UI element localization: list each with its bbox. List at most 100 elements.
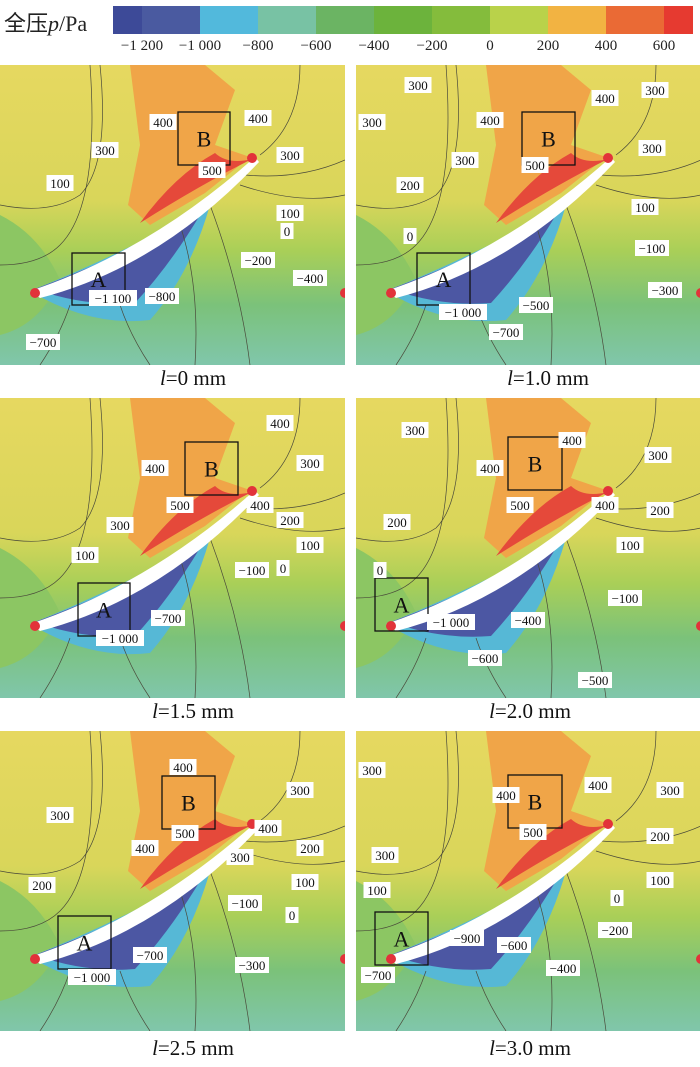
contour-label: −700: [133, 947, 167, 963]
contour-value: 100: [620, 538, 640, 553]
contour-label: 0: [610, 890, 624, 906]
contour-value: 500: [170, 498, 190, 513]
panel-caption: l=0 mm: [160, 366, 226, 391]
contour-line: [615, 731, 657, 822]
contour-value: −400: [550, 961, 577, 976]
caption-value: =3.0 mm: [494, 1036, 571, 1060]
contour-value: 300: [95, 143, 115, 158]
blade: [30, 490, 259, 631]
contour-label: −1 100: [89, 290, 137, 306]
contour-value: 100: [280, 206, 300, 221]
contour-value: −100: [612, 591, 639, 606]
contour-value: 300: [645, 83, 665, 98]
contour-value: 0: [407, 229, 414, 244]
green-region: [356, 548, 416, 668]
contour-value: −700: [137, 948, 164, 963]
title-prefix: 全压: [4, 11, 49, 36]
red-region: [496, 153, 608, 223]
contour-label: −800: [145, 288, 179, 304]
contour-label: 300: [371, 847, 399, 863]
contour-label: 0: [373, 562, 387, 578]
contour-label: 100: [71, 547, 99, 563]
contour-label: 300: [358, 114, 386, 130]
orange-region: [128, 65, 250, 225]
next-blade-edge: [696, 288, 700, 298]
contour-value: −700: [155, 611, 182, 626]
leading-edge-stagnation: [30, 288, 40, 298]
contour-label: 400: [266, 415, 294, 431]
green-region: [0, 215, 60, 335]
contour-value: 0: [289, 908, 296, 923]
contour-line: [535, 890, 553, 1031]
contour-value: 300: [110, 518, 130, 533]
colorbar-tick: −1 200: [120, 38, 164, 54]
colorbar-segment: [200, 6, 258, 34]
leading-edge-stagnation: [386, 621, 396, 631]
contour-value: 300: [230, 850, 250, 865]
contour-value: −1 000: [445, 305, 482, 320]
red-region: [496, 819, 608, 889]
contour-label: −600: [497, 937, 531, 953]
contour-line: [0, 398, 103, 542]
contour-line: [209, 870, 251, 1031]
contour-line: [0, 731, 103, 875]
contour-value: 500: [202, 163, 222, 178]
contour-value: 500: [525, 158, 545, 173]
trailing-edge-point: [603, 819, 613, 829]
contour-label: 300: [638, 140, 666, 156]
contour-value: 300: [660, 783, 680, 798]
contour-label: 400: [492, 787, 520, 803]
contour-label: −200: [241, 252, 275, 268]
contour-line: [595, 517, 700, 532]
panel-caption: l=1.5 mm: [152, 699, 234, 724]
contour-label: 100: [631, 199, 659, 215]
trailing-edge-point: [247, 153, 257, 163]
contour-label: 400: [244, 110, 272, 126]
next-blade-edge: [340, 954, 345, 964]
contour-value: 400: [250, 498, 270, 513]
contour-label: 300: [226, 849, 254, 865]
trailing-edge-point: [603, 153, 613, 163]
colorbar-tick: −600: [300, 38, 332, 54]
contour-value: −1 100: [95, 291, 132, 306]
contour-value: 300: [455, 153, 475, 168]
contour-label: 300: [656, 782, 684, 798]
contour-line: [565, 870, 607, 1031]
contour-label: 300: [296, 455, 324, 471]
contour-value: 200: [400, 178, 420, 193]
colorbar-tick: −800: [242, 38, 274, 54]
next-blade-edge: [340, 288, 345, 298]
contour-label: 300: [451, 152, 479, 168]
contour-label: −100: [228, 895, 262, 911]
contour-label: −400: [293, 270, 327, 286]
contour-value: −500: [582, 673, 609, 688]
contour-label: −300: [648, 282, 682, 298]
contour-line: [259, 65, 301, 156]
contour-label: 400: [476, 112, 504, 128]
orange-region: [484, 731, 606, 891]
caption-value: =1.0 mm: [512, 366, 589, 390]
contour-label: 400: [246, 497, 274, 513]
contour-label: 500: [198, 162, 226, 178]
contour-line: [0, 65, 103, 209]
contour-label: 400: [254, 820, 282, 836]
contour-label: 0: [285, 907, 299, 923]
leading-edge-stagnation: [386, 954, 396, 964]
colorbar-segment: [374, 6, 432, 34]
contour-label: 300: [404, 77, 432, 93]
contour-value: 100: [367, 883, 387, 898]
contour-line: [475, 970, 507, 1031]
colorbar-segment: [664, 6, 693, 34]
contour-line: [179, 224, 197, 365]
red-region: [496, 486, 608, 556]
contour-value: 400: [153, 115, 173, 130]
contour-line: [475, 637, 507, 698]
contour-label: −100: [235, 562, 269, 578]
contour-label: −500: [578, 672, 612, 688]
colorbar-segment: [142, 6, 200, 34]
contour-value: −600: [472, 651, 499, 666]
